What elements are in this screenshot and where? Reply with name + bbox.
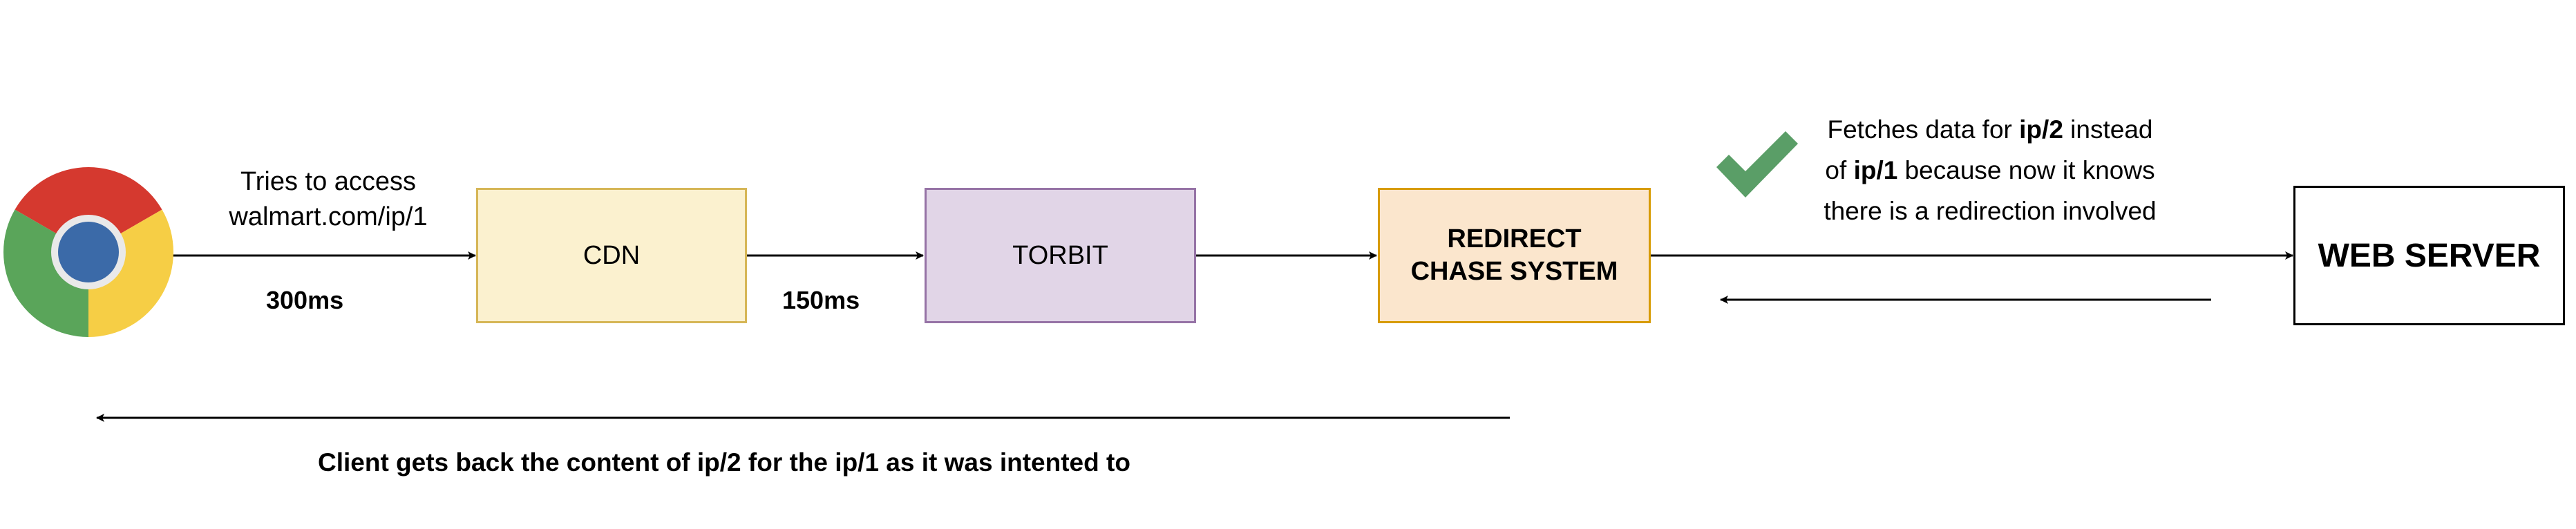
fetch-line3: there is a redirection involved <box>1824 197 2157 226</box>
fetch-text-2: instead <box>2063 115 2153 144</box>
fetch-line2: of ip/1 because now it knows <box>1797 150 2184 191</box>
web-server-node: WEB SERVER <box>2293 186 2565 325</box>
latency-torbit-label: 150ms <box>782 286 860 314</box>
access-label-line1: Tries to access <box>240 167 417 196</box>
cdn-node: CDN <box>476 188 747 323</box>
chrome-center-dot <box>58 222 119 282</box>
redirect-node-label-line1: REDIRECT <box>1447 224 1582 253</box>
chrome-red-segment <box>15 167 162 252</box>
client-result-label: Client gets back the content of ip/2 for… <box>318 448 1130 477</box>
access-label-line2: walmart.com/ip/1 <box>229 202 428 232</box>
checkmark-icon <box>1716 131 1798 198</box>
fetch-line1: Fetches data for ip/2 instead <box>1797 109 2184 150</box>
redirect-node-label-line2: CHASE SYSTEM <box>1410 257 1618 286</box>
fetch-text-1: Fetches data for <box>1827 115 2020 144</box>
fetch-bold-ip2: ip/2 <box>2019 115 2063 144</box>
chrome-browser-icon <box>3 167 173 337</box>
fetch-explanation: Fetches data for ip/2 instead of ip/1 be… <box>1797 109 2184 232</box>
torbit-node: TORBIT <box>925 188 1196 323</box>
web-server-node-label: WEB SERVER <box>2318 237 2541 274</box>
fetch-text-3: of <box>1825 156 1854 185</box>
torbit-node-label: TORBIT <box>1012 240 1108 270</box>
fetch-text-4: because now it knows <box>1897 156 2155 185</box>
latency-cdn-label: 300ms <box>266 286 344 314</box>
fetch-bold-ip1: ip/1 <box>1853 156 1898 185</box>
access-label: Tries to access walmart.com/ip/1 <box>214 164 442 235</box>
redirect-chase-system-node: REDIRECT CHASE SYSTEM <box>1378 188 1651 323</box>
cdn-node-label: CDN <box>583 240 641 270</box>
